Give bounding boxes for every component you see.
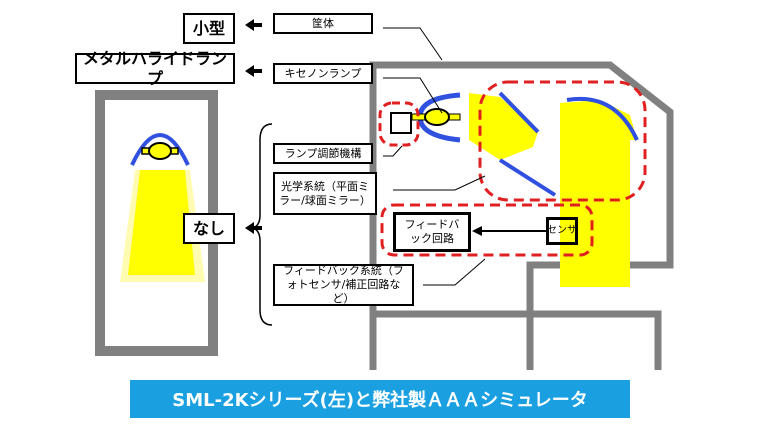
label-optics: 光学系統（平面ミラー/球面ミラー）	[273, 172, 377, 215]
label-small: 小型	[183, 13, 235, 44]
caption-banner: SML-2Kシリーズ(左)と弊社製ＡＡＡシミュレータ	[130, 380, 630, 418]
sensor-box: センサ	[546, 217, 578, 245]
leader-feedback	[423, 258, 486, 286]
right-light-path	[469, 93, 637, 287]
optics-group	[478, 80, 647, 202]
spherical-mirror	[566, 96, 639, 141]
leader-housing	[383, 27, 443, 61]
leader-lamp-adjust	[383, 145, 403, 157]
left-lamp-icon	[148, 142, 172, 160]
label-xenon-lamp: キセノンランプ	[273, 63, 373, 84]
leader-xenon	[383, 77, 443, 114]
lamp-adjust-block	[390, 112, 412, 134]
lamp-adjust-group	[378, 101, 420, 147]
right-inner-wall	[376, 310, 662, 370]
right-housing	[369, 61, 674, 370]
left-light-beam	[128, 170, 195, 275]
feedback-arrowhead	[472, 226, 482, 236]
leader-optics	[393, 175, 486, 191]
left-reflector	[130, 133, 190, 166]
feedback-circuit-box: フィードバック回路	[393, 212, 471, 252]
feedback-group	[380, 203, 594, 257]
label-lamp-adjust: ランプ調節機構	[273, 143, 373, 164]
label-metal-halide-lamp: メタルハライドランプ	[75, 49, 235, 88]
arrow-xenon	[245, 65, 262, 77]
xenon-lamp-icon	[424, 108, 450, 126]
label-housing: 筐体	[273, 13, 373, 34]
label-feedback-system: フィードバック系統（フォトセンサ/補正回路など）	[273, 264, 414, 306]
arrow-housing	[245, 19, 262, 31]
brace	[249, 123, 273, 326]
plane-mirror-2	[498, 158, 557, 197]
plane-mirror-1	[498, 91, 540, 134]
label-none: なし	[183, 213, 235, 244]
